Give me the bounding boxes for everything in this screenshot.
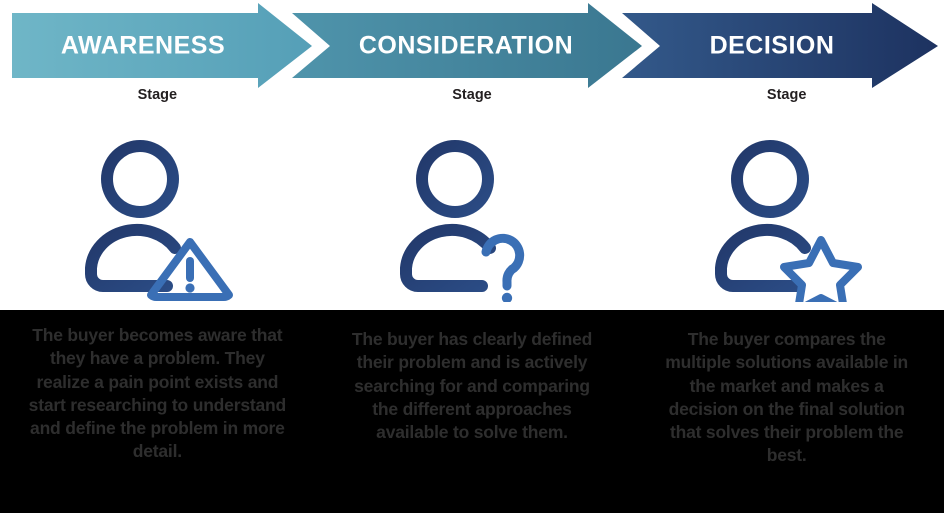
stage-caption-cell-decision: Stage (629, 86, 944, 112)
person-star-icon (707, 137, 867, 302)
stage-description-decision: The buyer compares the multiple solution… (665, 329, 909, 466)
persona-cell-decision (629, 128, 944, 310)
stage-caption-row: Stage Stage Stage (0, 86, 944, 112)
stage-arrow-label-decision: DECISION (710, 32, 835, 60)
stage-arrow-decision[interactable]: DECISION (622, 3, 938, 88)
persona-cell-awareness (0, 128, 315, 310)
persona-icon-row (0, 128, 944, 310)
stage-description-cell-consideration: The buyer has clearly defined their prob… (315, 310, 630, 513)
person-warning-icon (77, 137, 237, 302)
stage-description-cell-decision: The buyer compares the multiple solution… (629, 310, 944, 513)
persona-cell-consideration (315, 128, 630, 310)
stage-description-cell-awareness: The buyer becomes aware that they have a… (0, 310, 315, 513)
stage-description-band: The buyer becomes aware that they have a… (0, 310, 944, 513)
stage-caption-consideration: Stage (452, 87, 492, 103)
stage-description-awareness: The buyer becomes aware that they have a… (28, 325, 287, 462)
stage-caption-cell-awareness: Stage (0, 86, 315, 112)
stage-caption-awareness: Stage (137, 87, 178, 103)
stage-arrow-label-awareness: AWARENESS (61, 32, 225, 60)
stage-caption-cell-consideration: Stage (315, 86, 630, 112)
stage-caption-decision: Stage (766, 87, 807, 103)
stage-arrow-consideration[interactable]: CONSIDERATION (292, 3, 642, 88)
funnel-stage-arrows: AWARENESS CONSIDERATION DECISION (0, 0, 944, 92)
stage-description-consideration: The buyer has clearly defined their prob… (351, 329, 593, 443)
stage-arrow-label-consideration: CONSIDERATION (359, 32, 573, 60)
stage-arrow-awareness[interactable]: AWARENESS (12, 3, 312, 88)
person-question-icon (392, 137, 552, 302)
